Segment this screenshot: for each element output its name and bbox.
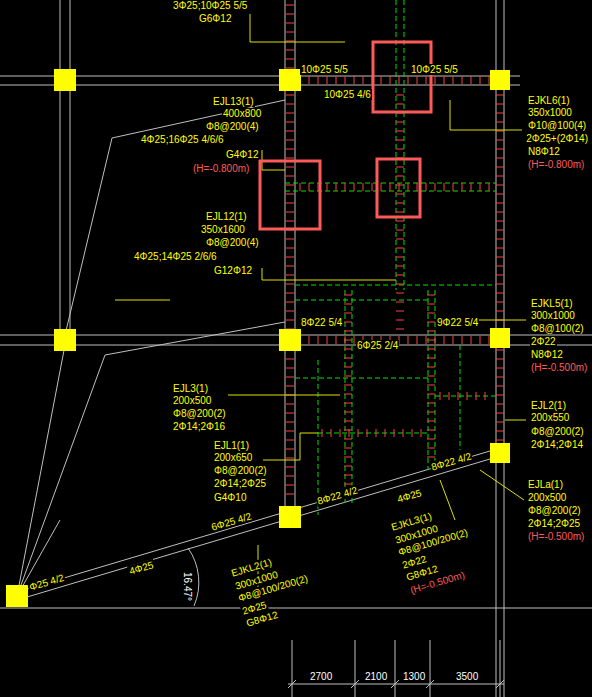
beam-annotation: N8Φ12 [527, 146, 561, 157]
beam-annotation: Φ8@200(2) [172, 408, 227, 419]
beam-annotation: EJL2(1) [530, 400, 567, 411]
dimension-line [288, 640, 504, 697]
beam-annotation: 2Φ22 [530, 336, 557, 347]
beam-annotation: 1300 [402, 671, 426, 682]
beam-annotation: 200x500 [172, 395, 212, 406]
beam-annotation: EJKL6(1) [527, 95, 571, 106]
beam-annotation: 400x800 [222, 108, 262, 119]
beam-annotation: 4Φ25;16Φ25 4/6/6 [140, 134, 225, 145]
beam-annotation: EJL13(1) [212, 96, 255, 107]
beam-annotation: G6Φ12 [198, 13, 232, 24]
beam-annotation: 2Φ14;2Φ14 [530, 439, 584, 450]
beam-lines [285, 0, 496, 515]
beam-annotation: Φ8@200(2) [213, 465, 268, 476]
beam-annotation: EJLa(1) [527, 479, 564, 490]
beam-annotation: 4Φ25;14Φ25 2/6/6 [133, 251, 218, 262]
beam-annotation: Φ8@200(4) [205, 121, 260, 132]
beam-annotation: EJKL5(1) [530, 298, 574, 309]
beam-annotation: (H=-0.500m) [527, 531, 585, 542]
leader-lines [115, 14, 526, 592]
beam-annotation: 9Φ22 5/4 [436, 317, 479, 328]
beam-annotation: G4Φ12 [225, 149, 259, 160]
beam-annotation: 2Φ14;2Φ25 [213, 478, 267, 489]
beam-annotation: (H=-0.800m) [527, 159, 585, 170]
beam-annotation: 200x550 [530, 412, 570, 423]
beam-annotation: 2700 [309, 671, 333, 682]
beam-annotation: Φ8@100(2) [530, 323, 585, 334]
beam-annotation: 8Φ22 5/4 [300, 317, 343, 328]
beam-annotation: Φ8@200(2) [527, 505, 582, 516]
beam-annotation: 2100 [364, 671, 388, 682]
stirrup-ticks [286, 5, 504, 494]
beam-annotation: EJL1(1) [213, 440, 250, 451]
highlight-boxes [260, 42, 431, 229]
beam-annotation: N8Φ12 [530, 349, 564, 360]
beam-annotation: 200x650 [213, 452, 253, 463]
beam-annotation: 2Φ14;2Φ25 [527, 518, 581, 529]
beam-annotation: 300x1000 [530, 310, 576, 321]
beam-annotation: 10Φ25 5/5 [410, 64, 459, 75]
beam-annotation: 200x500 [527, 492, 567, 503]
beam-annotation: 6Φ25 2/4 [356, 340, 399, 351]
beam-annotation: G12Φ12 [213, 265, 253, 276]
beam-annotation: Φ8@200(4) [205, 237, 260, 248]
beam-annotation: Φ10@100(4) [527, 120, 587, 131]
beam-annotation: 350x1600 [200, 224, 246, 235]
beam-annotation: 3Φ25;10Φ25 5/5 [172, 0, 248, 11]
beam-annotation: (H=-0.800m) [192, 163, 250, 174]
beam-annotation: G4Φ10 [213, 492, 247, 503]
beam-annotation: 350x1000 [527, 107, 573, 118]
beam-annotation: 10Φ25 4/6 [323, 89, 372, 100]
beam-annotation: 2Φ25+(2Φ14) [525, 133, 589, 144]
beam-annotation: Φ8@200(2) [530, 426, 585, 437]
columns [6, 69, 510, 607]
beam-annotation: 3500 [455, 671, 479, 682]
beam-annotation: 10Φ25 5/5 [300, 64, 349, 75]
beam-annotation: EJL12(1) [205, 211, 248, 222]
rotated-annotation: 16.47° [182, 571, 193, 602]
beam-annotation: 2Φ14;2Φ16 [172, 421, 226, 432]
beam-annotation: EJL3(1) [172, 383, 209, 394]
beam-annotation: (H=-0.500m) [530, 362, 588, 373]
